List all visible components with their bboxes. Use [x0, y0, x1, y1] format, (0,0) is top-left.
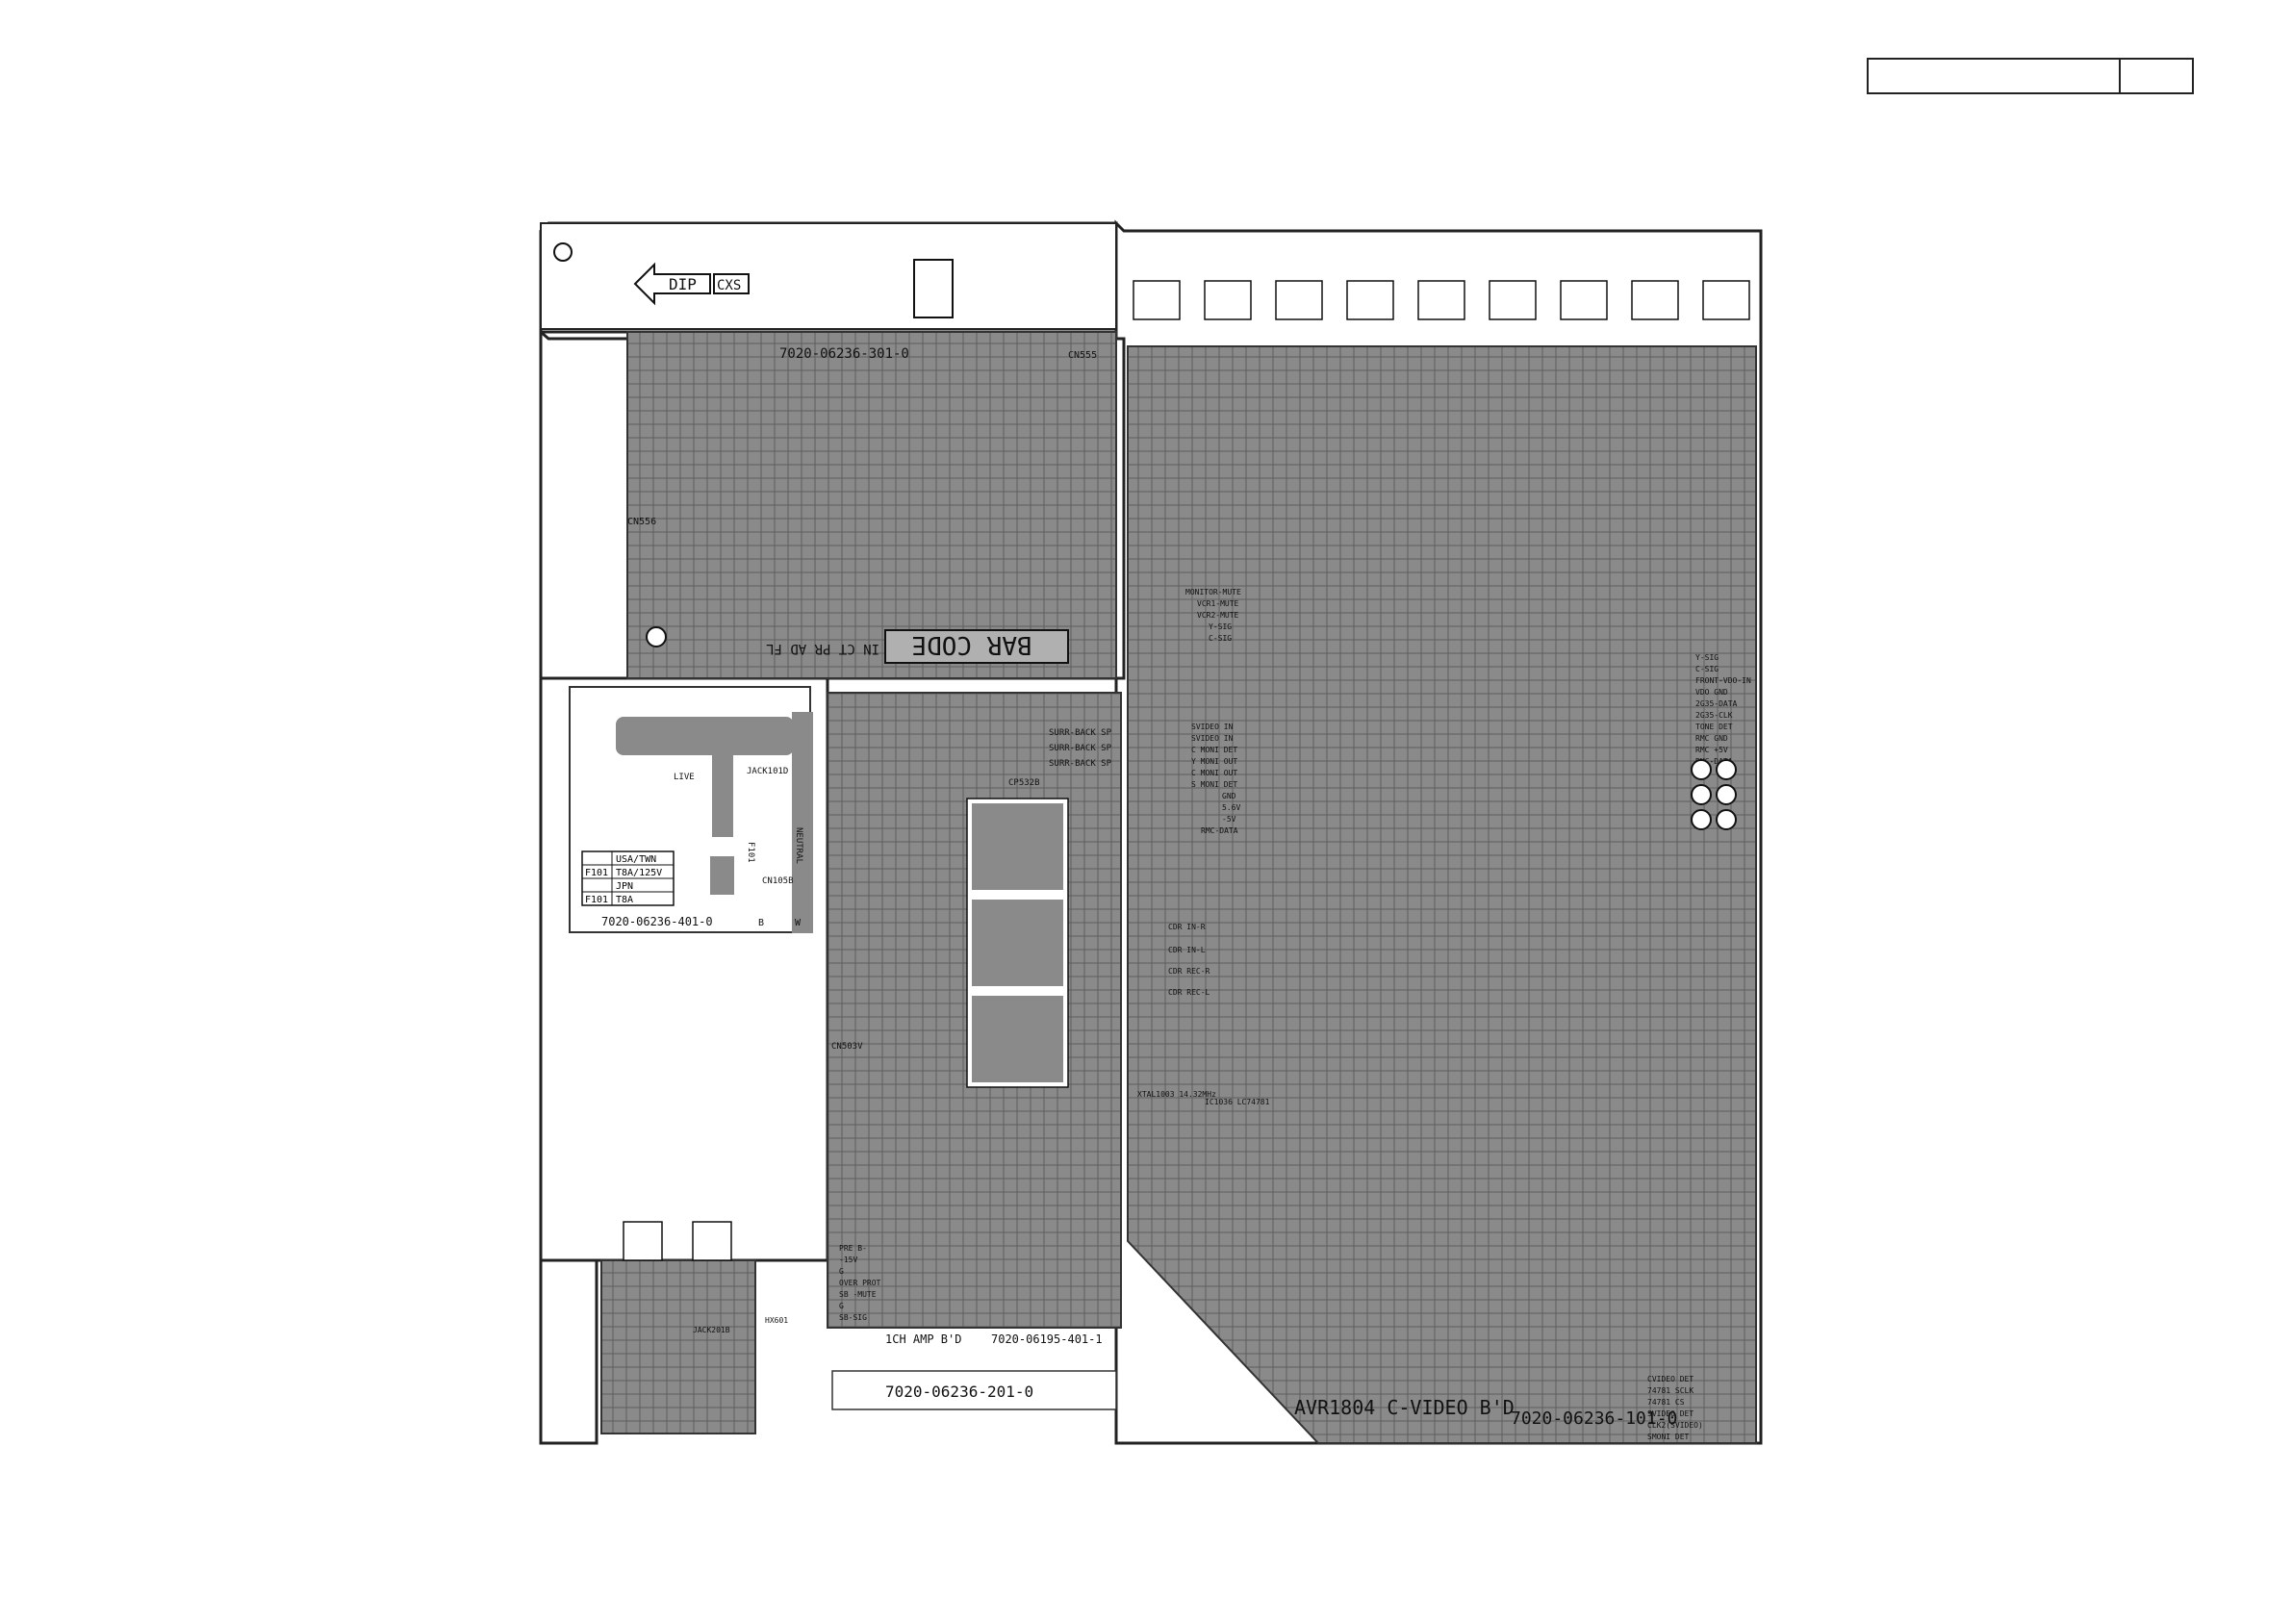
svideo-label-9: -5V	[1222, 815, 1236, 824]
dip-arrow-shape	[633, 262, 711, 306]
bottom-label-1: CVIDEO DET	[1647, 1375, 1694, 1383]
cdr-label-3: CDR REC-R	[1168, 967, 1210, 976]
svideo-labels: SVIDEO IN SVIDEO IN C MONI DET Y MONI OU…	[1191, 723, 1240, 835]
input-board-part-number: 7020-06236-301-0	[779, 346, 909, 362]
right-label-1: Y-SIG	[1695, 653, 1719, 662]
cdr-label-2: CDR IN-L	[1168, 946, 1206, 954]
right-label-6: 2G35-CLK	[1695, 711, 1733, 720]
headphone-board: JACK201B HX601	[600, 1221, 788, 1434]
fuse-row-4-spec: T8A	[616, 895, 633, 905]
surr-label-2: SURR-BACK SP	[1049, 744, 1112, 753]
protect-6: G	[839, 1302, 844, 1310]
dip-box-label: CXS	[717, 278, 741, 293]
video-board-title: AVR1804 C-VIDEO B'D	[1294, 1396, 1515, 1419]
cdr-labels: CDR IN-R CDR IN-L CDR REC-R CDR REC-L	[1168, 923, 1210, 997]
cdr-label-4: CDR REC-L	[1168, 988, 1210, 997]
fuse-row-2-spec: T8A/125V	[616, 868, 662, 878]
bottom-label-6: SMONI DET	[1647, 1433, 1690, 1441]
svideo-label-7: GND	[1222, 792, 1236, 800]
protect-4: OVER PROT	[839, 1279, 881, 1287]
right-label-8: RMC GND	[1695, 734, 1728, 743]
ic-label: IC1036 LC74781	[1205, 1098, 1270, 1106]
amp-board-part-number: 7020-06236-201-0	[885, 1383, 1033, 1401]
dip-ic-outline	[913, 259, 954, 318]
amp-board: SURR-BACK SP SURR-BACK SP SURR-BACK SP C…	[827, 692, 1122, 1410]
monitor-label-1: MONITOR-MUTE	[1185, 588, 1241, 596]
monitor-label-4: Y-SIG	[1209, 622, 1232, 631]
input-board-connector: CN555	[1068, 350, 1097, 361]
bottom-labels: CVIDEO DET 74781 SCLK 74781 CS SVIDEO DE…	[1647, 1375, 1703, 1441]
protect-1: PRE B-	[839, 1244, 867, 1253]
protect-2: -15V	[839, 1256, 857, 1264]
amp-sub-part: 7020-06195-401-1	[991, 1332, 1103, 1346]
video-board: MONITOR-MUTE VCR1-MUTE VCR2-MUTE Y-SIG C…	[1127, 280, 1757, 1444]
svideo-label-5: C MONI OUT	[1191, 769, 1237, 777]
headphone-jack: JACK201B	[693, 1326, 730, 1334]
bar-code-label: BAR CODE	[911, 630, 1031, 659]
cdr-label-1: CDR IN-R	[1168, 923, 1206, 931]
amp-cn: CN503V	[831, 1042, 863, 1052]
svideo-label-3: C MONI DET	[1191, 746, 1237, 754]
right-label-7: TONE DET	[1695, 723, 1733, 731]
protect-5: SB -MUTE	[839, 1290, 877, 1299]
fuse-row-2-ref: F101	[585, 868, 608, 878]
xtal-label: XTAL1003 14.32MHz	[1137, 1090, 1216, 1099]
w-label: W	[795, 918, 802, 928]
right-label-4: VDO GND	[1695, 688, 1728, 697]
bottom-label-3: 74781 CS	[1647, 1398, 1685, 1407]
amp-connector: CP532B	[1008, 778, 1040, 788]
svideo-label-1: SVIDEO IN	[1191, 723, 1234, 731]
headphone-hx: HX601	[765, 1316, 788, 1325]
protect-7: SB-SIG	[839, 1313, 867, 1322]
input-board-connector2: CN556	[627, 517, 656, 527]
fuse-row-3-spec: JPN	[616, 881, 633, 892]
surr-label-3: SURR-BACK SP	[1049, 759, 1112, 769]
monitor-label-3: VCR2-MUTE	[1197, 611, 1239, 620]
monitor-label-5: C-SIG	[1209, 634, 1232, 643]
neutral-label: NEUTRAL	[794, 827, 803, 864]
monitor-label-2: VCR1-MUTE	[1197, 599, 1239, 608]
live-label: LIVE	[674, 773, 695, 782]
cn-label: CN105B	[762, 876, 794, 886]
protect-3: G	[839, 1267, 844, 1276]
fuse-row-1-spec: USA/TWN	[616, 854, 656, 865]
right-label-10: RMC-DATA	[1695, 757, 1733, 766]
right-label-2: C-SIG	[1695, 665, 1719, 673]
surr-label-1: SURR-BACK SP	[1049, 728, 1112, 738]
svideo-label-6: S MONI DET	[1191, 780, 1237, 789]
power-board-part-number: 7020-06236-401-0	[601, 915, 713, 928]
indicator-labels: IN CT PR AD FL	[766, 641, 879, 656]
fuse-ref: F101	[746, 842, 755, 863]
svideo-label-10: RMC-DATA	[1201, 826, 1238, 835]
video-board-part-number: 7020-06236-101-0	[1511, 1408, 1677, 1429]
svideo-label-8: 5.6V	[1222, 803, 1240, 812]
mounting-holes	[1691, 759, 1737, 830]
top-jack-row	[1133, 280, 1750, 320]
amp-sub-label: 1CH AMP B'D	[885, 1332, 961, 1346]
bottom-label-2: 74781 SCLK	[1647, 1386, 1694, 1395]
svideo-label-2: SVIDEO IN	[1191, 734, 1234, 743]
jack-label: JACK101D	[747, 767, 788, 776]
input-board: 7020-06236-301-0 CN555 CN556 BAR CODE IN…	[626, 331, 1117, 679]
title-block	[1867, 58, 2194, 94]
b-label: B	[758, 918, 764, 928]
fuse-row-4-ref: F101	[585, 895, 608, 905]
dip-arrow-label: DIP	[669, 275, 697, 293]
bottom-label-4: SVIDEO DET	[1647, 1409, 1694, 1418]
bottom-label-5: CLK2(SVIDEO)	[1647, 1421, 1703, 1430]
right-labels: Y-SIG C-SIG FRONT-VDO-IN VDO GND 2G35-DA…	[1695, 653, 1751, 766]
right-label-3: FRONT-VDO-IN	[1695, 676, 1751, 685]
right-label-5: 2G35-DATA	[1695, 699, 1738, 708]
power-board: LIVE JACK101D NEUTRAL F101 CN105B B W US…	[569, 686, 813, 933]
svideo-label-4: Y MONI OUT	[1191, 757, 1237, 766]
right-label-9: RMC +5V	[1695, 746, 1728, 754]
fuse-table: USA/TWN F101 T8A/125V JPN F101 T8A	[581, 850, 675, 906]
dip-board: DIP CXS	[540, 222, 1117, 330]
